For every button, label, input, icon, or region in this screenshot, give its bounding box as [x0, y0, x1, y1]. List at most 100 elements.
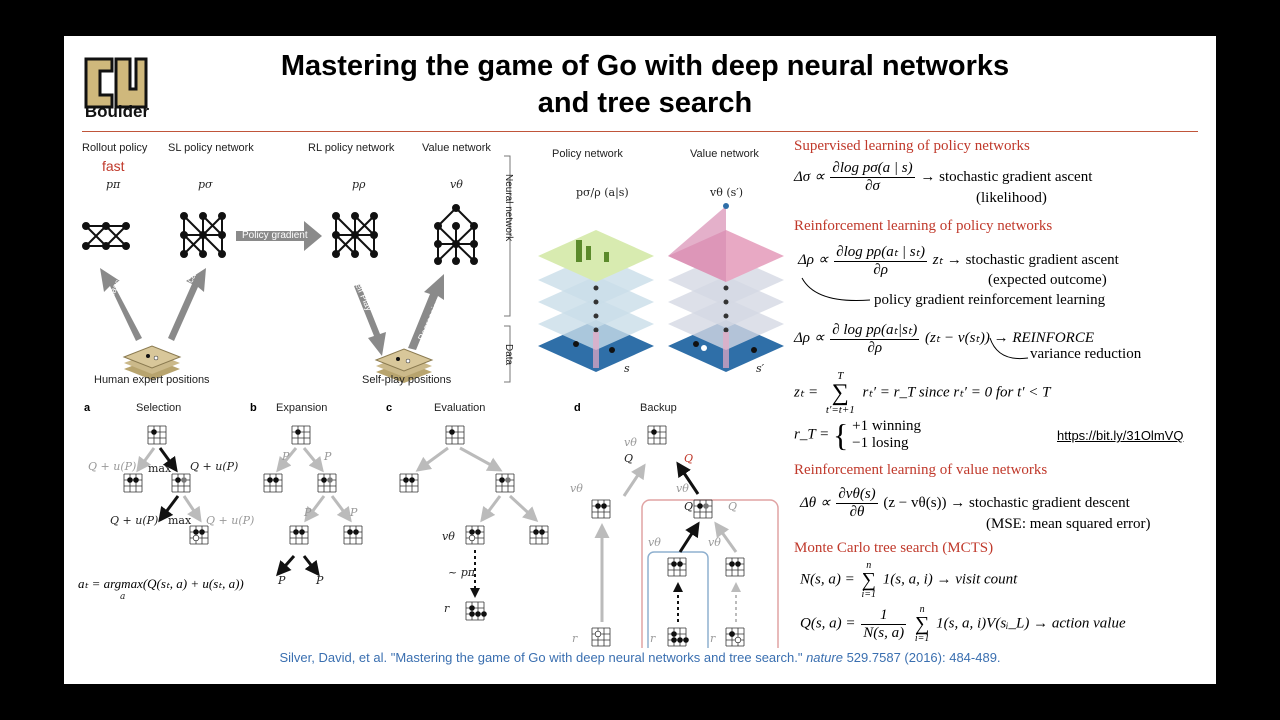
fast-label: fast: [102, 158, 125, 174]
evaluation-tree: [399, 425, 549, 621]
value-net-icon: [434, 204, 478, 265]
expansion-label: Expansion: [276, 402, 328, 414]
equation-reinforce: Δρ ∝ ∂ log pρ(aₜ|sₜ)∂ρ (zₜ − v(sₜ)) → RE…: [794, 322, 1094, 356]
value-network-label: Value network: [422, 142, 491, 154]
p-label-6: P: [316, 574, 324, 587]
value-network-stack: [668, 203, 784, 372]
p-label-2: P: [324, 450, 332, 463]
q-backup-mid: Q: [684, 500, 694, 513]
title-line-2: and tree search: [537, 87, 753, 119]
s-label: s: [624, 362, 630, 375]
classification-arrow-right: [168, 268, 206, 341]
section-rl-policy: Reinforcement learning of policy network…: [794, 218, 1053, 234]
policy-gradient-label: Policy gradient: [242, 230, 308, 241]
data-bracket: [504, 325, 511, 383]
p-pi-eval-label: ~ pπ: [448, 566, 475, 579]
citation: Silver, David, et al. "Mastering the gam…: [64, 650, 1216, 665]
classification-arrow-left: [100, 268, 142, 341]
panel-b-label: b: [250, 402, 257, 414]
argmax-subscript: a: [120, 592, 126, 602]
slide-title: Mastering the game of Go with deep neura…: [214, 48, 1076, 122]
max-lower-label: max: [168, 514, 192, 527]
equation-return: zₜ = T ∑ t′=t+1 rₜ′ = r_T since rₜ′ = 0 …: [794, 370, 1051, 416]
mcts-figure: [123, 425, 779, 648]
network-figure: [82, 155, 784, 383]
p-label-1: P: [282, 450, 290, 463]
citation-text: Silver, David, et al. "Mastering the gam…: [279, 650, 803, 665]
v-theta-s-label: vθ (s′): [710, 186, 744, 199]
human-expert-boards: [122, 345, 182, 380]
citation-journal: nature: [806, 650, 843, 665]
data-label: Data: [503, 344, 514, 366]
backup-tree: [591, 425, 779, 648]
expansion-tree: [263, 425, 363, 577]
argmax-equation: aₜ = argmax(Q(sₜ, a) + u(sₜ, a)): [78, 576, 244, 591]
equation-value: Δθ ∝ ∂vθ(s)∂θ (z − vθ(s)) → stochastic g…: [800, 486, 1130, 520]
sl-net-icon: [180, 212, 226, 258]
r-eval-label: r: [444, 602, 450, 615]
section-value-network: Reinforcement learning of value networks: [794, 462, 1048, 478]
self-play-boards: [374, 348, 434, 383]
p-label-3: P: [304, 506, 312, 519]
equation-reward: r_T = { +1 winning −1 losing: [794, 417, 922, 453]
logo-text: Boulder: [84, 102, 150, 121]
evaluation-label: Evaluation: [434, 402, 486, 414]
human-expert-label: Human expert positions: [94, 374, 210, 386]
policy-gradient-note: policy gradient reinforcement learning: [874, 292, 1106, 308]
value-network-3d-label: Value network: [690, 148, 759, 160]
rl-policy-label: RL policy network: [308, 142, 395, 154]
q-backup-left: Q: [624, 452, 634, 465]
panel-c-label: c: [386, 402, 393, 414]
v-theta-backup-leaf: vθ: [648, 536, 661, 549]
panel-a-label: a: [84, 402, 91, 414]
title-rule: [82, 131, 1198, 132]
variance-curve: [989, 337, 1029, 360]
q-backup-right: Q: [684, 452, 694, 465]
section-supervised: Supervised learning of policy networks: [794, 138, 1030, 154]
v-theta-backup-leaf2: vθ: [708, 536, 721, 549]
equation-supervised: Δσ ∝ ∂log pσ(a | s)∂σ → stochastic gradi…: [794, 160, 1093, 194]
equation-value-sub: (MSE: mean squared error): [986, 516, 1151, 532]
citation-tail: 529.7587 (2016): 484-489.: [846, 650, 1001, 665]
panel-d-label: d: [574, 402, 581, 414]
p-sigma-rho-label: pσ/ρ (a|s): [576, 186, 629, 199]
q-backup-mid-right: Q: [728, 500, 738, 513]
nn-bracket: [504, 155, 511, 317]
neural-network-label: Neural network: [503, 174, 514, 242]
policy-gradient-arrow: [236, 221, 322, 251]
p-pi-label: pπ: [106, 178, 121, 191]
rl-net-icon: [332, 212, 378, 258]
q-u-left-label: Q + u(P): [88, 460, 137, 473]
section-mcts: Monte Carlo tree search (MCTS): [794, 540, 994, 556]
q-u-lower-right-label: Q + u(P): [206, 514, 255, 527]
rollout-net-icon: [82, 222, 130, 250]
policy-network-stack: [538, 230, 654, 372]
equation-rl-policy-sub: (expected outcome): [988, 272, 1107, 288]
equation-rl-policy: Δρ ∝ ∂log pρ(aₜ | sₜ)∂ρ zₜ → stochastic …: [798, 244, 1119, 278]
policy-network-3d-label: Policy network: [552, 148, 623, 160]
selection-label: Selection: [136, 402, 182, 414]
variance-reduction-note: variance reduction: [1030, 346, 1142, 362]
p-sigma-label: pσ: [198, 178, 213, 191]
s-prime-label: s′: [756, 362, 765, 375]
backup-label: Backup: [640, 402, 677, 414]
q-u-lower-left-label: Q + u(P): [110, 514, 159, 527]
v-theta-backup-root: vθ: [624, 436, 637, 449]
r-backup-mid: r: [650, 632, 656, 645]
equation-supervised-sub: (likelihood): [976, 190, 1047, 206]
self-play-arrow: [354, 284, 386, 356]
max-top-label: max: [148, 462, 172, 475]
policy-gradient-curve: [801, 277, 871, 302]
reference-link[interactable]: https://bit.ly/31OlmVQ: [1057, 428, 1184, 443]
v-theta-backup-left: vθ: [570, 482, 583, 495]
rollout-policy-label: Rollout policy: [82, 142, 148, 154]
equation-visit-count: N(s, a) = n ∑ i=1 1(s, a, i) → visit cou…: [800, 560, 1018, 600]
cu-logo: [84, 57, 148, 109]
p-label-4: P: [350, 506, 358, 519]
p-label-5: P: [278, 574, 286, 587]
self-play-positions-label: Self-play positions: [362, 374, 452, 386]
v-theta-label: vθ: [450, 178, 463, 191]
q-u-right-label: Q + u(P): [190, 460, 239, 473]
slide: Boulder Mastering the game of Go with de…: [64, 36, 1216, 684]
